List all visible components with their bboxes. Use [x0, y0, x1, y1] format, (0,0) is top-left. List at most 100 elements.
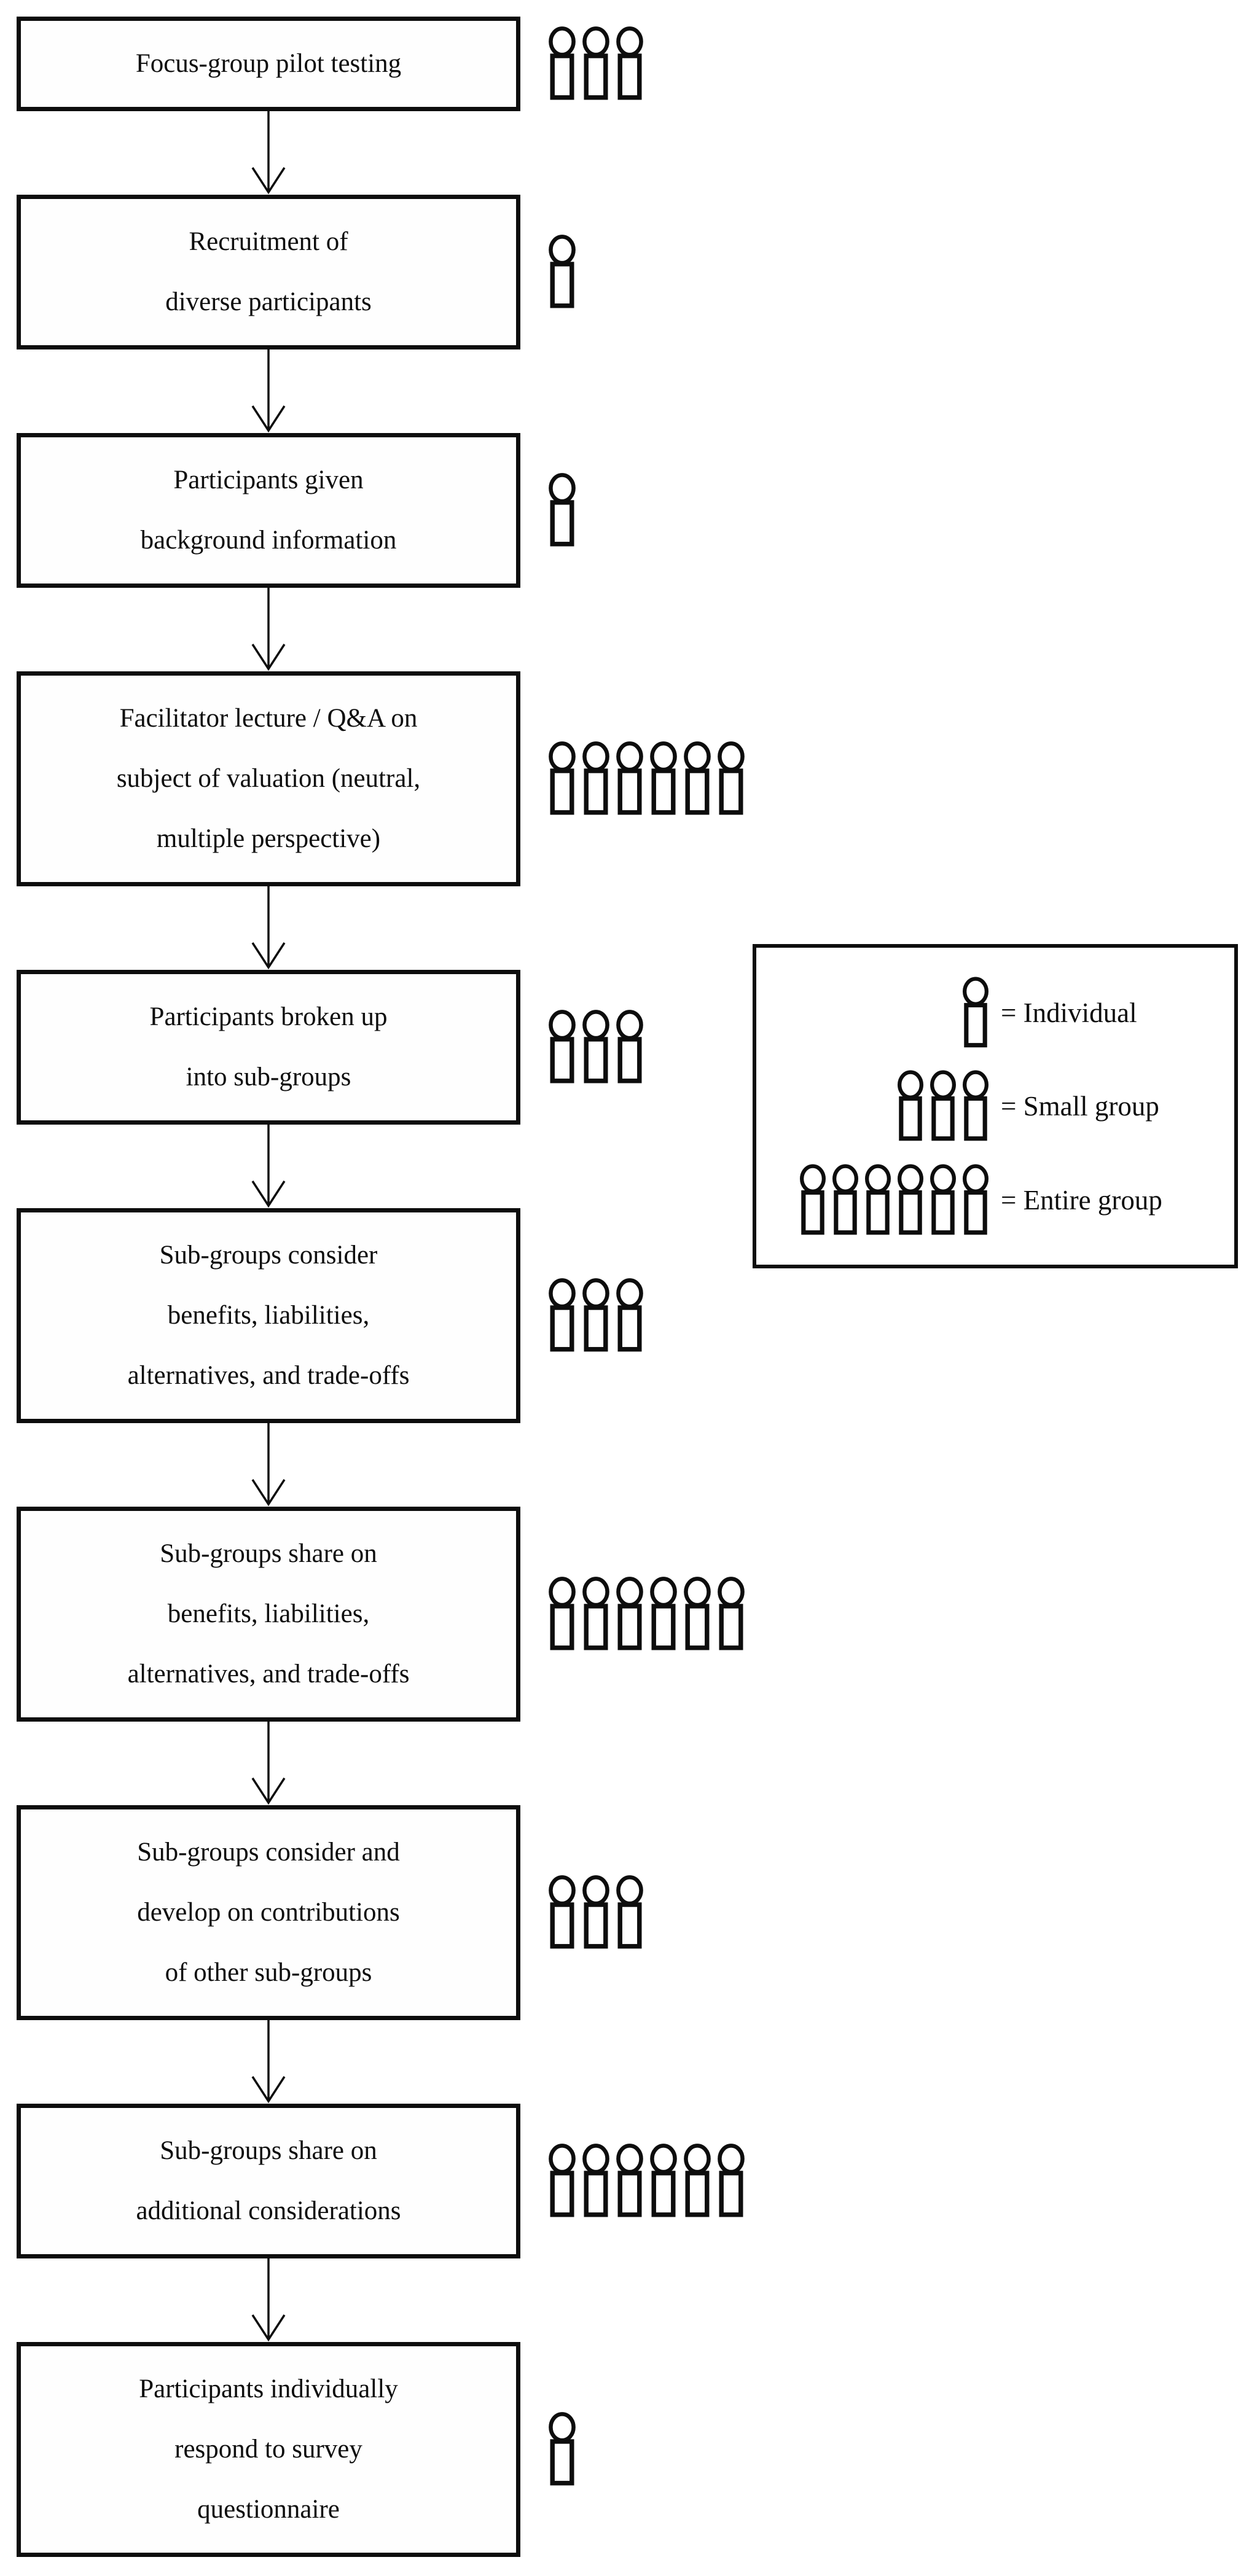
- person-icon: [582, 1278, 609, 1352]
- step-label-line: Focus-group pilot testing: [135, 49, 402, 78]
- person-icon: [930, 1070, 956, 1141]
- entire-group-icons: [546, 2142, 747, 2220]
- down-arrow-icon: [251, 349, 286, 433]
- step-label-line: Participants broken up: [149, 1002, 388, 1031]
- step-label-line: background information: [140, 526, 397, 555]
- person-icon: [582, 26, 609, 100]
- flow-step: Sub-groups share on additional considerat…: [17, 2104, 803, 2342]
- step-label-line: diverse participants: [165, 287, 372, 316]
- down-arrow-icon: [251, 588, 286, 671]
- step-label-line: develop on contributions: [137, 1898, 400, 1927]
- legend-row-icons: [772, 975, 991, 1050]
- person-icon: [549, 235, 576, 308]
- step-label-line: Sub-groups share on: [160, 1539, 377, 1568]
- legend-row: = Entire group: [772, 1163, 1218, 1238]
- person-icon: [650, 741, 677, 815]
- small-group-icons: [546, 1008, 646, 1087]
- legend-row-label: = Small group: [1001, 1091, 1159, 1122]
- down-arrow-icon: [251, 1125, 286, 1208]
- person-icon: [582, 1577, 609, 1650]
- individual-icons: [546, 2410, 578, 2489]
- step-label-line: subject of valuation (neutral,: [116, 764, 421, 793]
- flow-step-box: Recruitment of diverse participants: [17, 195, 520, 349]
- step-label-line: Sub-groups consider: [159, 1241, 378, 1270]
- person-icon: [898, 1164, 923, 1235]
- flow-column: Focus-group pilot testing Recruitment of…: [17, 17, 803, 2557]
- person-icon: [832, 1164, 858, 1235]
- person-icon: [963, 1164, 988, 1235]
- person-icon: [549, 1278, 576, 1352]
- entire-group-icons: [546, 1575, 747, 1653]
- person-icon: [800, 1164, 826, 1235]
- person-icon: [549, 1875, 576, 1949]
- flow-step-row: Participants given background information: [17, 433, 576, 588]
- small-group-icons: [546, 1873, 646, 1952]
- legend-row: = Small group: [772, 1069, 1218, 1144]
- legend-row-icons: [772, 1069, 991, 1144]
- flow-step: Participants individually respond to surv…: [17, 2342, 803, 2557]
- step-label-line: respond to survey: [174, 2435, 362, 2464]
- flow-step-box: Participants individually respond to surv…: [17, 2342, 520, 2557]
- legend-row-label: = Individual: [1001, 997, 1137, 1028]
- legend-row-icons: [772, 1163, 991, 1238]
- flow-step: Sub-groups consider benefits, liabilities…: [17, 1208, 803, 1507]
- person-icon: [865, 1164, 891, 1235]
- person-icon: [650, 2144, 677, 2217]
- step-label-line: Participants given: [173, 466, 364, 494]
- flow-step: Facilitator lecture / Q&A on subject of v…: [17, 671, 803, 970]
- flow-step-row: Sub-groups share on additional considerat…: [17, 2104, 745, 2258]
- person-icon: [582, 1875, 609, 1949]
- flow-step-box: Facilitator lecture / Q&A on subject of v…: [17, 671, 520, 886]
- person-icon: [718, 1577, 745, 1650]
- person-icon: [963, 977, 988, 1047]
- person-icon: [549, 2144, 576, 2217]
- step-label-line: of other sub-groups: [165, 1958, 372, 1987]
- person-icon: [718, 741, 745, 815]
- person-icon: [718, 2144, 745, 2217]
- down-arrow-icon: [251, 1722, 286, 1805]
- down-arrow-icon: [251, 2258, 286, 2342]
- person-icon: [684, 741, 711, 815]
- step-label-line: Sub-groups share on: [160, 2136, 377, 2165]
- step-label-line: benefits, liabilities,: [167, 1301, 370, 1330]
- step-label-line: additional considerations: [136, 2196, 401, 2225]
- step-label-line: questionnaire: [197, 2495, 340, 2524]
- legend: = Individual = Small group: [753, 944, 1238, 1268]
- step-label-line: Facilitator lecture / Q&A on: [119, 704, 418, 733]
- flow-step-row: Facilitator lecture / Q&A on subject of v…: [17, 671, 745, 886]
- person-icon: [549, 1577, 576, 1650]
- step-label-line: alternatives, and trade-offs: [127, 1361, 410, 1390]
- flow-step-box: Sub-groups share on additional considerat…: [17, 2104, 520, 2258]
- person-icon: [684, 1577, 711, 1650]
- flow-step-row: Focus-group pilot testing: [17, 17, 643, 111]
- step-label-line: Participants individually: [139, 2375, 398, 2403]
- person-icon: [650, 1577, 677, 1650]
- down-arrow-icon: [251, 111, 286, 195]
- person-icon: [582, 1010, 609, 1083]
- flow-step-box: Sub-groups consider benefits, liabilities…: [17, 1208, 520, 1423]
- flow-step: Recruitment of diverse participants: [17, 195, 803, 433]
- flow-step-box: Focus-group pilot testing: [17, 17, 520, 111]
- flow-step-row: Recruitment of diverse participants: [17, 195, 576, 349]
- legend-row-label: = Entire group: [1001, 1184, 1162, 1216]
- person-icon: [616, 1278, 643, 1352]
- step-label-line: multiple perspective): [156, 824, 381, 853]
- person-icon: [930, 1164, 956, 1235]
- individual-icons: [546, 233, 578, 311]
- person-icon: [582, 2144, 609, 2217]
- flow-step-box: Participants given background information: [17, 433, 520, 588]
- person-icon: [549, 473, 576, 547]
- person-icon: [963, 1070, 988, 1141]
- small-group-icons: [546, 25, 646, 103]
- person-icon: [549, 26, 576, 100]
- down-arrow-icon: [251, 1423, 286, 1507]
- person-icon: [549, 741, 576, 815]
- step-label-line: Recruitment of: [189, 227, 348, 256]
- down-arrow-icon: [251, 2020, 286, 2104]
